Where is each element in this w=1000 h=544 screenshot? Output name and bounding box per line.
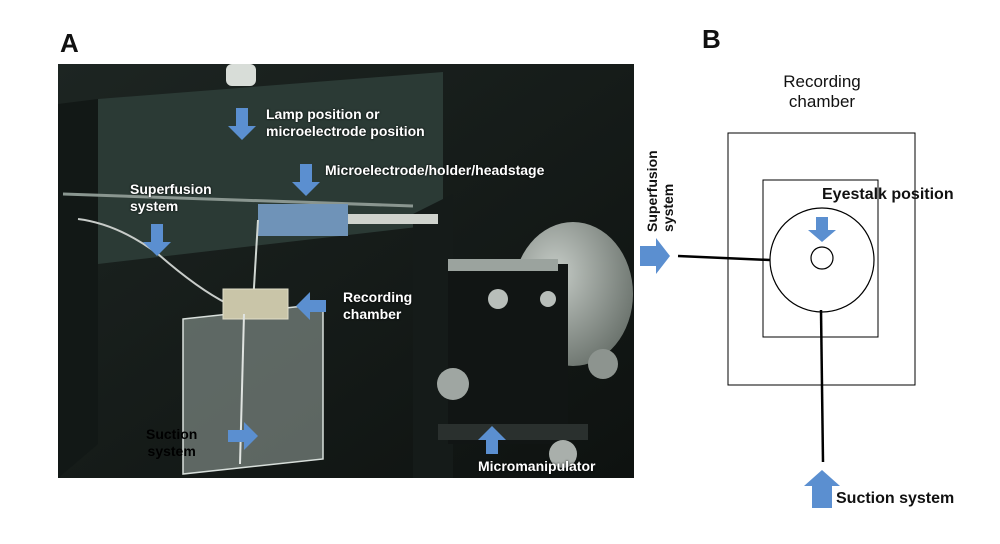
superfusion-line <box>677 254 771 262</box>
label-suction-a: Suction system <box>146 426 197 460</box>
eyestalk-label: Eyestalk position <box>822 186 954 203</box>
manipulator-plate <box>448 259 558 271</box>
arrow-eyestalk <box>808 217 836 242</box>
arrow-recording <box>296 292 326 320</box>
label-lamp-line2: microelectrode position <box>266 123 425 139</box>
arrow-micromanipulator <box>478 426 506 454</box>
chamber-diagram <box>640 132 916 508</box>
arrow-suction-b <box>804 470 840 508</box>
photo-arrows <box>143 108 506 454</box>
label-suction-a-line2: system <box>147 443 196 459</box>
superfusion-label-b: Superfusion system <box>644 150 676 232</box>
label-superfusion-a-line1: Superfusion <box>130 181 212 197</box>
arrow-microelectrode <box>292 164 320 196</box>
holder-bar <box>348 214 438 224</box>
knob-2 <box>540 291 556 307</box>
knob-1 <box>488 289 508 309</box>
recording-chamber-title-line1: Recording <box>783 72 861 91</box>
enclosure-rail <box>62 192 414 208</box>
arrow-lamp <box>228 108 256 140</box>
label-micromanipulator: Micromanipulator <box>478 458 596 474</box>
label-lamp: Lamp position or microelectrode position <box>266 106 425 140</box>
label-suction-a-line1: Suction <box>146 426 198 442</box>
arrow-superfusion-b <box>640 238 670 274</box>
label-recording-a: Recording chamber <box>343 289 412 323</box>
superfusion-label-b-line2: system <box>660 183 676 232</box>
knob-5 <box>588 349 618 379</box>
label-microelectrode: Microelectrode/holder/headstage <box>325 162 545 178</box>
acrylic-block <box>182 303 324 475</box>
chamber-well <box>222 288 289 320</box>
label-lamp-line1: Lamp position or <box>266 106 380 122</box>
manipulator-base <box>438 424 588 440</box>
label-superfusion-a-line2: system <box>130 198 179 214</box>
knob-4 <box>549 440 577 468</box>
lamp <box>226 64 256 86</box>
label-recording-a-line2: chamber <box>343 306 402 322</box>
panel-b-letter: B <box>702 24 721 54</box>
arrow-superfusion <box>143 224 171 256</box>
manipulator-body <box>448 264 568 444</box>
headstage <box>258 204 348 236</box>
suction-label-b: Suction system <box>836 490 955 507</box>
label-superfusion-a: Superfusion system <box>130 181 212 215</box>
knob-3 <box>437 368 469 400</box>
recording-chamber-title-line2: chamber <box>788 92 856 111</box>
superfusion-label-b-line1: Superfusion <box>644 150 660 232</box>
label-recording-a-line1: Recording <box>343 289 413 305</box>
recording-chamber-title: Recording chamber <box>760 72 884 112</box>
suction-line <box>819 309 825 463</box>
eyestalk-hole <box>810 246 834 270</box>
arrow-suction <box>228 422 258 450</box>
enclosure-left-wall <box>58 99 98 478</box>
setup-photograph <box>58 64 634 478</box>
panel-a-letter: A <box>60 28 79 58</box>
enclosure-right-wall <box>413 194 453 478</box>
